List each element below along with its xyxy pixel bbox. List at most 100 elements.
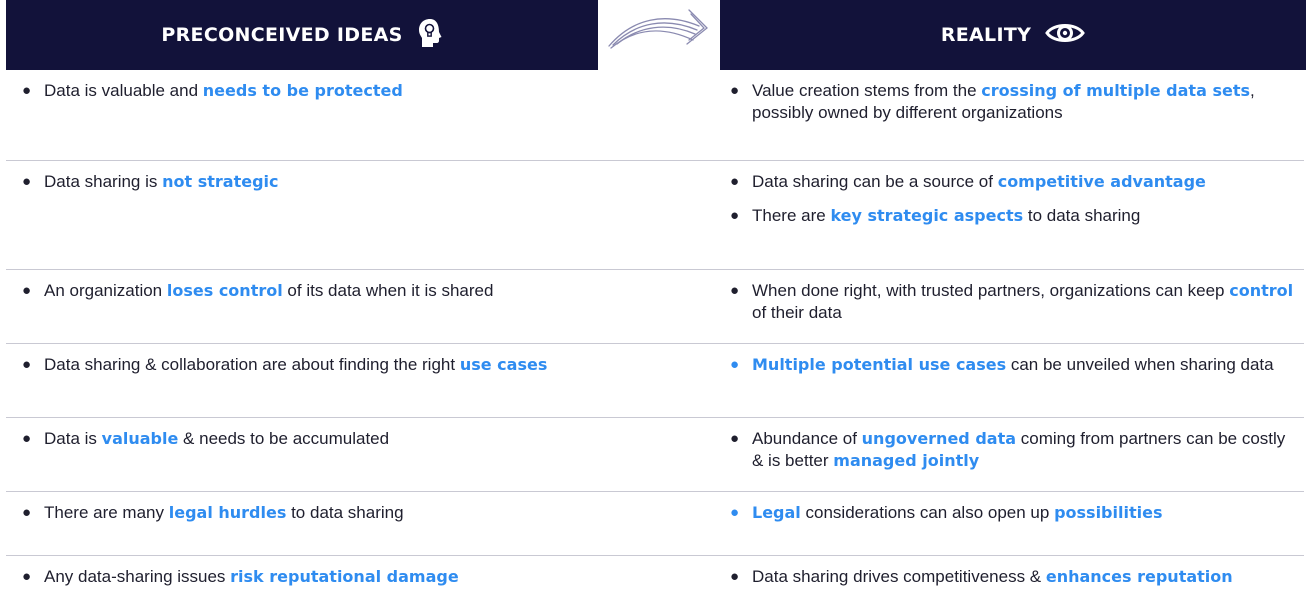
comparison-row: ● There are many legal hurdles to data sh… [6, 492, 1304, 556]
text-segment: When done right, with trusted partners, … [752, 281, 1230, 300]
text-segment: to data sharing [286, 503, 404, 522]
bullet-dot-icon: ● [22, 282, 32, 299]
reality-title: REALITY [940, 24, 1032, 46]
highlighted-phrase: competitive advantage [997, 172, 1206, 191]
text-segment: Data is [44, 429, 102, 448]
bullet-text: Multiple potential use cases can be unve… [752, 354, 1294, 376]
comparison-row: ● Data is valuable & needs to be accumula… [6, 418, 1304, 492]
bullet-text: Data sharing & collaboration are about f… [44, 354, 576, 376]
bullet-item: ● When done right, with trusted partners,… [724, 280, 1294, 324]
bullet-dot-icon: ● [22, 173, 32, 190]
bullet-item: ● Data sharing & collaboration are about … [16, 354, 576, 376]
bullet-text: Data sharing can be a source of competit… [752, 171, 1294, 193]
preconceived-idea-cell: ● Any data-sharing issues risk reputation… [16, 566, 576, 600]
bullet-text: When done right, with trusted partners, … [752, 280, 1294, 324]
highlighted-phrase: possibilities [1054, 503, 1163, 522]
bullet-text: Legal considerations can also open up po… [752, 502, 1294, 524]
eye-icon [1045, 21, 1085, 50]
bullet-item: ●Multiple potential use cases can be unv… [724, 354, 1294, 376]
bullet-dot-icon: ● [730, 282, 740, 299]
text-segment: & needs to be accumulated [178, 429, 390, 448]
highlighted-phrase: Multiple potential use cases [752, 355, 1007, 374]
text-segment: Value creation stems from the [752, 81, 982, 100]
bullet-text: Data is valuable & needs to be accumulat… [44, 428, 576, 450]
bullet-text: Data sharing drives competitiveness & en… [752, 566, 1294, 588]
bullet-text: There are many legal hurdles to data sha… [44, 502, 576, 524]
text-segment: Data sharing & collaboration are about f… [44, 355, 460, 374]
bullet-dot-icon: ● [22, 82, 32, 99]
text-segment: Data sharing can be a source of [752, 172, 998, 191]
comparison-row: ● Data sharing is not strategic ● Data sha… [6, 161, 1304, 270]
highlighted-phrase: ungoverned data [861, 429, 1017, 448]
highlighted-phrase: risk reputational damage [230, 567, 459, 586]
text-segment: of its data when it is shared [282, 281, 494, 300]
text-segment: of their data [752, 303, 842, 322]
reality-cell: ● Legal considerations can also open up p… [724, 502, 1294, 536]
comparison-row: ● An organization loses control of its da… [6, 270, 1304, 344]
preconceived-idea-cell: ● Data sharing & collaboration are about … [16, 354, 576, 388]
highlighted-phrase: not strategic [162, 172, 279, 191]
comparison-row: ● Any data-sharing issues risk reputation… [6, 556, 1304, 616]
comparison-row: ● Data is valuable and needs to be protec… [6, 70, 1304, 161]
preconceived-idea-cell: ● Data sharing is not strategic [16, 171, 576, 205]
bullet-item: ● Data is valuable & needs to be accumula… [16, 428, 576, 450]
bullet-text: Data sharing is not strategic [44, 171, 576, 193]
preconceived-ideas-title: PRECONCEIVED IDEAS [161, 24, 403, 46]
preconceived-idea-cell: ● An organization loses control of its da… [16, 280, 576, 314]
bullet-item: ● An organization loses control of its da… [16, 280, 576, 302]
preconceived-idea-cell: ● Data is valuable and needs to be protec… [16, 80, 576, 114]
bullet-text: Any data-sharing issues risk reputationa… [44, 566, 576, 588]
text-segment: There are many [44, 503, 169, 522]
preconceived-ideas-header: PRECONCEIVED IDEAS [6, 0, 598, 70]
bullet-dot-icon: ● [730, 173, 740, 190]
preconceived-idea-cell: ● Data is valuable & needs to be accumula… [16, 428, 576, 462]
reality-cell: ● Data sharing can be a source of competi… [724, 171, 1294, 239]
bullet-dot-icon: ● [730, 504, 740, 521]
text-segment: Any data-sharing issues [44, 567, 231, 586]
bullet-item: ● There are key strategic aspects to data… [724, 205, 1294, 227]
highlighted-phrase: enhances reputation [1045, 567, 1233, 586]
lightbulb-head-icon [417, 18, 443, 53]
text-segment: coming from partners can be costly & is … [752, 429, 1286, 470]
bullet-dot-icon: ● [730, 430, 740, 447]
reality-header: REALITY [720, 0, 1306, 70]
bullet-dot-icon: ● [730, 207, 740, 224]
reality-cell: ● Value creation stems from the crossing … [724, 80, 1294, 136]
bullet-dot-icon: ● [22, 356, 32, 373]
bullet-dot-icon: ● [22, 430, 32, 447]
text-segment: Data sharing is [44, 172, 163, 191]
bullet-item: ● Abundance of ungoverned data coming fro… [724, 428, 1294, 472]
reality-cell: ● Data sharing drives competitiveness & e… [724, 566, 1294, 600]
bullet-dot-icon: ● [730, 568, 740, 585]
highlighted-phrase: loses control [166, 281, 283, 300]
bullet-dot-icon: ● [730, 82, 740, 99]
preconceived-idea-cell: ●There are many legal hurdles to data sh… [16, 502, 576, 536]
bullet-item: ● Any data-sharing issues risk reputation… [16, 566, 576, 588]
bullet-item: ● Data sharing is not strategic [16, 171, 576, 193]
highlighted-phrase: Legal [752, 503, 801, 522]
text-segment: , possibly owned by different organizati… [752, 81, 1255, 122]
highlighted-phrase: needs to be protected [202, 81, 403, 100]
text-segment: Abundance of [752, 429, 862, 448]
bullet-item: ● Value creation stems from the crossing … [724, 80, 1294, 124]
bullet-text: There are key strategic aspects to data … [752, 205, 1294, 227]
bullet-item: ●There are many legal hurdles to data sh… [16, 502, 576, 524]
highlighted-phrase: managed jointly [833, 451, 980, 470]
bullet-item: ● Data sharing drives competitiveness & e… [724, 566, 1294, 588]
reality-cell: ●Multiple potential use cases can be unv… [724, 354, 1294, 388]
comparison-row: ● Data sharing & collaboration are about … [6, 344, 1304, 418]
bullet-text: Value creation stems from the crossing o… [752, 80, 1294, 124]
text-segment: Data sharing drives competitiveness & [752, 567, 1046, 586]
highlighted-phrase: use cases [459, 355, 548, 374]
text-segment: An organization [44, 281, 167, 300]
highlighted-phrase: legal hurdles [168, 503, 287, 522]
bullet-dot-icon: ● [22, 568, 32, 585]
text-segment: There are [752, 206, 831, 225]
highlighted-phrase: control [1229, 281, 1294, 300]
bullet-text: Abundance of ungoverned data coming from… [752, 428, 1294, 472]
highlighted-phrase: valuable [101, 429, 179, 448]
text-segment: Data is valuable and [44, 81, 203, 100]
bullet-text: Data is valuable and needs to be protect… [44, 80, 576, 102]
bullet-item: ● Legal considerations can also open up p… [724, 502, 1294, 524]
arrow-icon [603, 0, 715, 72]
